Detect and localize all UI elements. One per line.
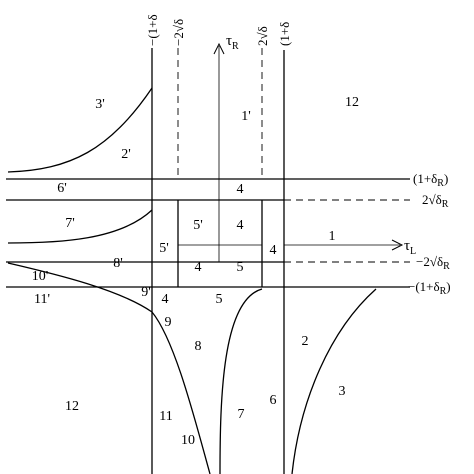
region-label: 9' (141, 285, 151, 300)
region-label: 8 (195, 339, 202, 354)
curve-right-2-3 (291, 288, 377, 474)
right-boundary-labels: (1+δR) 2√δR −2√δR −(1+δR) (408, 171, 451, 297)
region-label: 5 (216, 292, 223, 307)
axis-arrows (213, 42, 404, 251)
region-label: 1 (329, 229, 336, 244)
curve-inner-8-10 (151, 311, 211, 474)
top-boundary-labels: −(1+δ −2√δ 2√δ (1+δ (145, 14, 292, 46)
tau-l-arrowhead (391, 239, 404, 251)
curve-inner-7 (219, 288, 263, 474)
curve-left-10prime (7, 262, 153, 313)
curves (7, 87, 377, 474)
curve-left-7prime (7, 209, 153, 244)
region-label: 4 (195, 260, 202, 275)
region-label: 7' (65, 216, 75, 231)
pos-one-plus-delta-label: (1+δR) (413, 171, 448, 189)
region-label: 11 (159, 409, 172, 424)
region-label: 8' (113, 256, 123, 271)
solid-lines (6, 48, 410, 474)
region-label: 1' (241, 109, 251, 124)
tau-r-arrowhead (213, 42, 225, 55)
region-label: 4 (162, 292, 169, 307)
region-label: 10' (32, 269, 49, 284)
region-label: 6' (57, 181, 67, 196)
region-label: 11' (34, 292, 50, 307)
region-label: 5' (159, 241, 169, 256)
region-label: 4 (237, 182, 244, 197)
region-label: 5' (193, 218, 203, 233)
dashed-lines (177, 48, 410, 263)
region-label: 6 (270, 393, 277, 408)
neg-two-sqrt-delta-label: −2√δR (416, 254, 450, 272)
top-pos-two-sqrt-delta-label: 2√δ (255, 26, 270, 46)
region-label: 5 (237, 260, 244, 275)
neg-one-plus-delta-label: −(1+δR) (408, 279, 451, 297)
region-label: 12 (65, 399, 79, 414)
pos-two-sqrt-delta-label: 2√δR (422, 192, 449, 210)
tau-r-label: τR (226, 33, 239, 52)
region-label: 4 (270, 243, 277, 258)
region-label: 2' (121, 147, 131, 162)
top-neg-one-plus-delta-label: −(1+δ (145, 14, 160, 46)
thin-lines (178, 46, 400, 262)
region-label: 7 (238, 407, 245, 422)
region-label: 2 (302, 334, 309, 349)
region-label: 9 (165, 315, 172, 330)
region-label: 4 (237, 218, 244, 233)
tau-l-label: τL (404, 238, 416, 257)
region-label: 10 (181, 433, 195, 448)
top-neg-two-sqrt-delta-label: −2√δ (171, 19, 186, 46)
curve-upper-left-3prime (7, 87, 153, 173)
region-label: 12 (345, 95, 359, 110)
region-label: 3' (95, 97, 105, 112)
top-pos-one-plus-delta-label: (1+δ (277, 22, 292, 46)
axis-labels: τR τL (226, 33, 416, 257)
region-labels: 3' 2' 1' 12 6' 4 7' 5' 4 1 5' 8' 4 5 4 1… (32, 95, 359, 448)
region-label: 3 (339, 384, 346, 399)
